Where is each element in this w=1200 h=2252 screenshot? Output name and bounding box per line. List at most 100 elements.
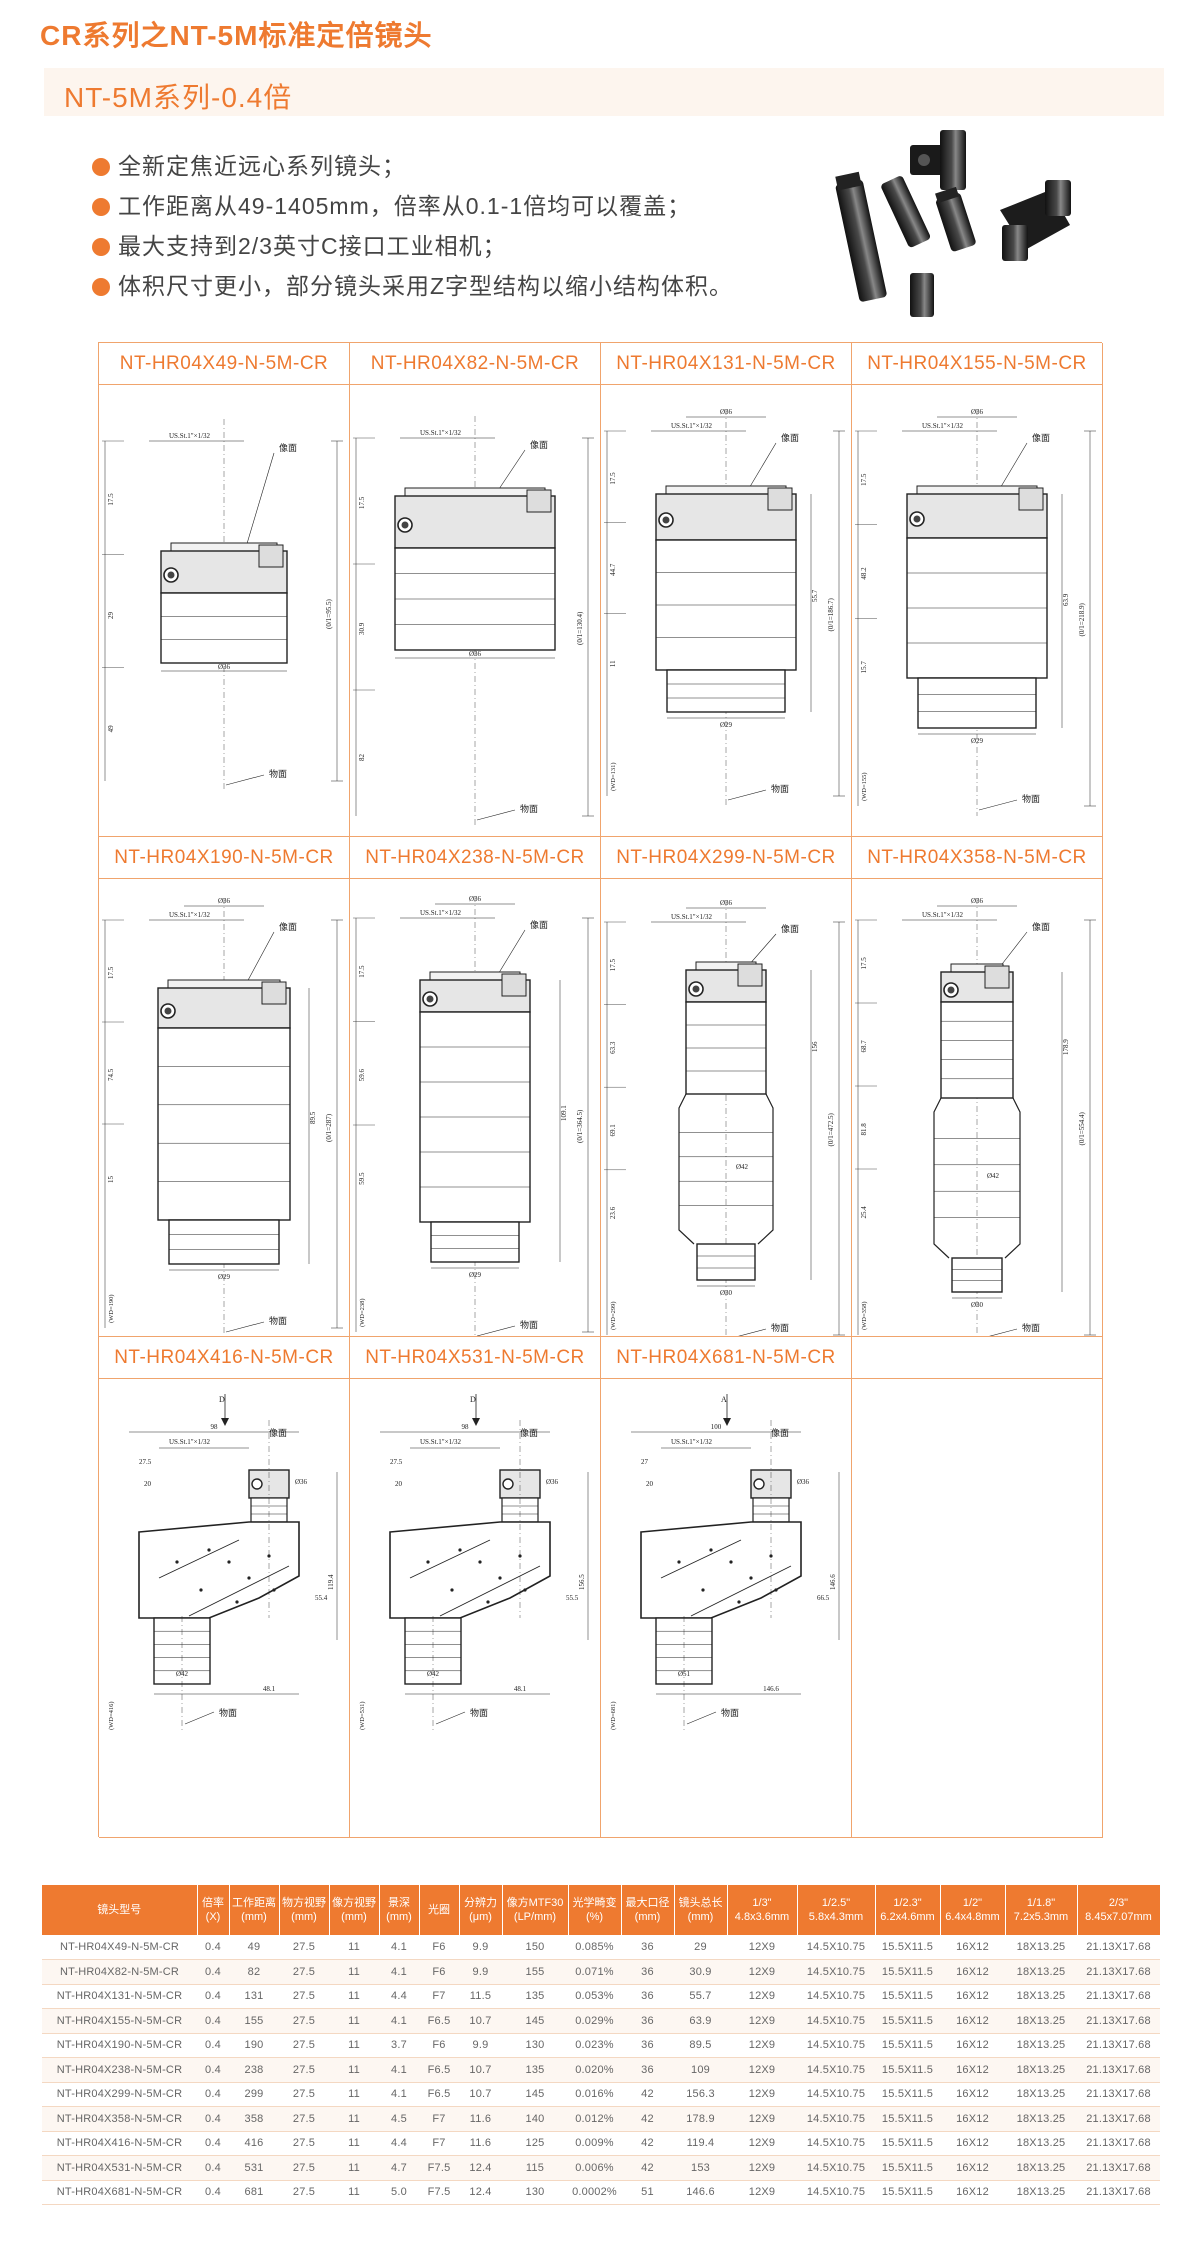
orange-dot-icon bbox=[92, 238, 110, 256]
drawing-line bbox=[245, 452, 275, 548]
page-title: CR系列之NT-5M标准定倍镜头 bbox=[40, 20, 433, 51]
dimension-label: 17.5 bbox=[609, 959, 617, 972]
image-plane-label: 像面 bbox=[269, 1427, 287, 1438]
table-cell: F7.5 bbox=[419, 2180, 459, 2205]
table-cell: 27.5 bbox=[279, 1959, 329, 1985]
table-cell: 16X12 bbox=[940, 2106, 1005, 2132]
lens-barrel bbox=[160, 592, 288, 664]
table-cell: 16X12 bbox=[940, 2008, 1005, 2034]
drawing-line bbox=[225, 774, 265, 786]
table-cell: 15.5X11.5 bbox=[875, 2131, 940, 2156]
table-cell: 14.5X10.75 bbox=[797, 2155, 875, 2181]
lens-model-title: NT-HR04X358-N-5M-CR bbox=[852, 837, 1102, 879]
table-cell: 4.7 bbox=[379, 2155, 419, 2181]
table-cell: 681 bbox=[229, 2180, 279, 2205]
dimension-label: 17.5 bbox=[860, 473, 868, 486]
thread-spec-label: US.St.1"×1/32 bbox=[671, 913, 713, 921]
table-cell: 4.1 bbox=[379, 1935, 419, 1960]
table-cell: 0.4 bbox=[197, 2082, 229, 2107]
table-cell: 15.5X11.5 bbox=[875, 2155, 940, 2181]
subtitle-bar: NT-5M系列-0.4倍 bbox=[44, 68, 1164, 116]
mounting-hole-icon bbox=[749, 1576, 753, 1580]
header-label: 2/3" bbox=[1108, 1897, 1129, 1909]
screw-head-icon bbox=[164, 1007, 172, 1015]
table-cell: 82 bbox=[229, 1959, 279, 1985]
dimension-label: 17.5 bbox=[860, 957, 868, 970]
table-cell: F6 bbox=[419, 1935, 459, 1960]
table-cell: 27.5 bbox=[279, 2155, 329, 2181]
table-cell: 14.5X10.75 bbox=[797, 2057, 875, 2083]
table-cell: 0.029% bbox=[568, 2008, 621, 2034]
drawing-line bbox=[476, 1325, 516, 1336]
table-cell: 21.13X17.68 bbox=[1077, 2155, 1160, 2181]
feature-text: 最大支持到2/3英寸C接口工业相机； bbox=[118, 233, 507, 259]
lens-barrel bbox=[157, 1027, 291, 1221]
table-cell: 16X12 bbox=[940, 2057, 1005, 2083]
mounting-hole-icon bbox=[498, 1576, 502, 1580]
dimension-label: 63.3 bbox=[609, 1041, 617, 1054]
table-cell: 15.5X11.5 bbox=[875, 2106, 940, 2132]
object-plane-label: 物面 bbox=[520, 803, 538, 814]
working-distance-label: (WD=681) bbox=[610, 1701, 617, 1730]
header-label: 镜头总长 bbox=[678, 1897, 723, 1909]
table-cell: 18X13.25 bbox=[1005, 1984, 1077, 2009]
table-cell: 27.5 bbox=[279, 2057, 329, 2083]
image-plane-label: 像面 bbox=[279, 921, 297, 932]
table-cell: 21.13X17.68 bbox=[1077, 2082, 1160, 2107]
dimension-label: 20 bbox=[395, 1480, 403, 1488]
dimension-label: 44.7 bbox=[609, 563, 617, 576]
image-plane-label: 像面 bbox=[781, 923, 799, 934]
table-cell: 18X13.25 bbox=[1005, 2082, 1077, 2107]
table-cell: 11 bbox=[329, 2131, 379, 2156]
table-cell: 16X12 bbox=[940, 1984, 1005, 2009]
lens-nozzle bbox=[168, 1219, 280, 1265]
table-cell: 21.13X17.68 bbox=[1077, 1935, 1160, 1960]
header-unit: 8.45x7.07mm bbox=[1085, 1911, 1152, 1923]
lens-product-photo bbox=[835, 130, 1071, 317]
dimension-label: 119.4 bbox=[327, 1574, 335, 1590]
mounting-hole-icon bbox=[701, 1588, 705, 1592]
diameter-label: Ø42 bbox=[736, 1163, 749, 1171]
table-cell: 238 bbox=[229, 2057, 279, 2083]
table-cell: 16X12 bbox=[940, 2131, 1005, 2156]
lens-model-title: NT-HR04X82-N-5M-CR bbox=[350, 343, 600, 385]
working-distance-label: (WD=155) bbox=[861, 772, 868, 801]
table-cell: 18X13.25 bbox=[1005, 2057, 1077, 2083]
table-cell: 4.5 bbox=[379, 2106, 419, 2132]
header-label: 景深 bbox=[388, 1897, 410, 1909]
table-cell: 0.020% bbox=[568, 2057, 621, 2083]
table-cell: 11.6 bbox=[459, 2131, 502, 2156]
dimension-label: 17.5 bbox=[107, 493, 115, 506]
table-cell: 0.4 bbox=[197, 1959, 229, 1985]
dimension-label: 11 bbox=[609, 660, 617, 667]
table-cell: 12.4 bbox=[459, 2180, 502, 2205]
mounting-hole-icon bbox=[426, 1560, 430, 1564]
header-unit: (mm) bbox=[687, 1911, 714, 1923]
table-cell: 18X13.25 bbox=[1005, 2033, 1077, 2058]
header-unit: (mm) bbox=[634, 1911, 661, 1923]
object-plane-label: 物面 bbox=[269, 1315, 287, 1326]
lens-model-title: NT-HR04X155-N-5M-CR bbox=[852, 343, 1102, 385]
dimension-label: 48.2 bbox=[860, 567, 868, 580]
table-cell: 0.053% bbox=[568, 1984, 621, 2009]
dimension-label: 98 bbox=[462, 1423, 470, 1431]
table-cell: 27.5 bbox=[279, 1935, 329, 1960]
empty-card bbox=[852, 1337, 1103, 1838]
mounting-hole-icon bbox=[478, 1560, 482, 1564]
header-unit: (μm) bbox=[469, 1911, 492, 1923]
arrow-down-icon bbox=[472, 1418, 480, 1426]
table-cell: 15.5X11.5 bbox=[875, 2082, 940, 2107]
table-cell: 131 bbox=[229, 1984, 279, 2009]
table-cell: 0.009% bbox=[568, 2131, 621, 2156]
header-label: 像方视野 bbox=[332, 1897, 376, 1909]
table-cell: 4.1 bbox=[379, 2057, 419, 2083]
